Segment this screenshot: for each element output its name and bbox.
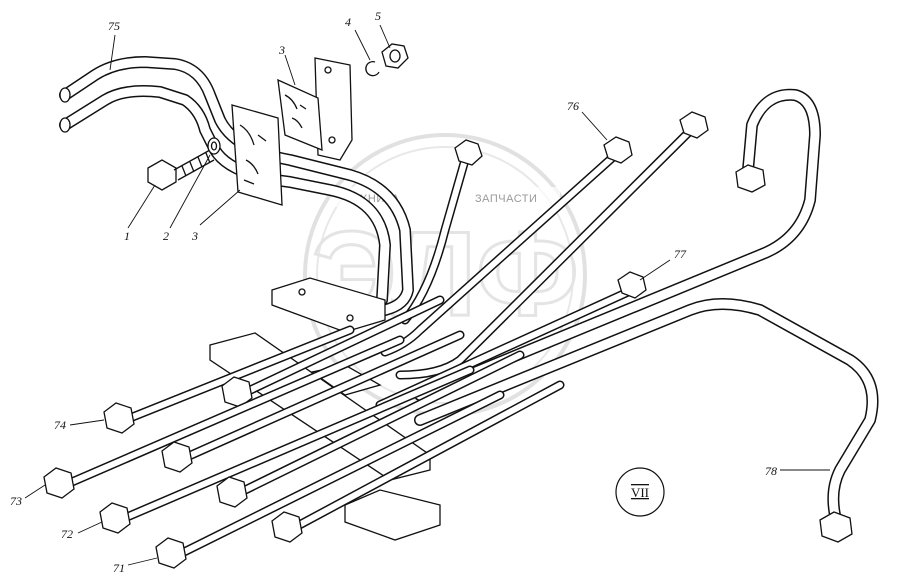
clamp-block-upper — [277, 78, 323, 151]
pipe-76-group — [380, 111, 709, 380]
center-bracket — [271, 277, 386, 333]
callout-76: 76 — [567, 99, 579, 113]
washer-2 — [207, 137, 221, 155]
watermark-text-right: ЗАПЧАСТИ — [475, 193, 537, 205]
nut-5 — [381, 43, 409, 69]
pipe-74 — [103, 325, 355, 434]
callout-1: 1 — [124, 229, 130, 243]
callout-72: 72 — [61, 527, 73, 541]
lock-washer-4 — [365, 61, 380, 77]
callout-2: 2 — [163, 229, 169, 243]
callout-73: 73 — [10, 494, 22, 508]
callout-3-lower: 3 — [191, 229, 198, 243]
clamp-block-lower — [231, 104, 283, 206]
pipe-mid-nut-4 — [216, 350, 525, 508]
callout-3-upper: 3 — [278, 43, 285, 57]
callout-78: 78 — [765, 464, 777, 478]
callout-5: 5 — [375, 9, 381, 23]
callout-74: 74 — [54, 418, 66, 432]
pipe-upper-nut-2 — [221, 295, 445, 408]
callout-4: 4 — [345, 15, 351, 29]
bottom-block — [344, 489, 441, 541]
leader-lines — [24, 24, 830, 566]
section-mark: VII — [615, 467, 665, 517]
pipe-73 — [43, 335, 405, 499]
callout-77: 77 — [674, 247, 687, 261]
pipe-lower-nut-5 — [271, 380, 565, 543]
pipe-curved-top-right — [414, 88, 821, 401]
pipe-71 — [155, 390, 505, 569]
callout-71: 71 — [113, 561, 125, 575]
bolt-1 — [147, 149, 215, 191]
pipe-78 — [414, 298, 879, 543]
section-mark-text: VII — [631, 485, 649, 500]
callout-75: 75 — [108, 19, 120, 33]
pipe-72 — [99, 365, 475, 534]
pipe-mid-nut-3 — [161, 330, 465, 473]
